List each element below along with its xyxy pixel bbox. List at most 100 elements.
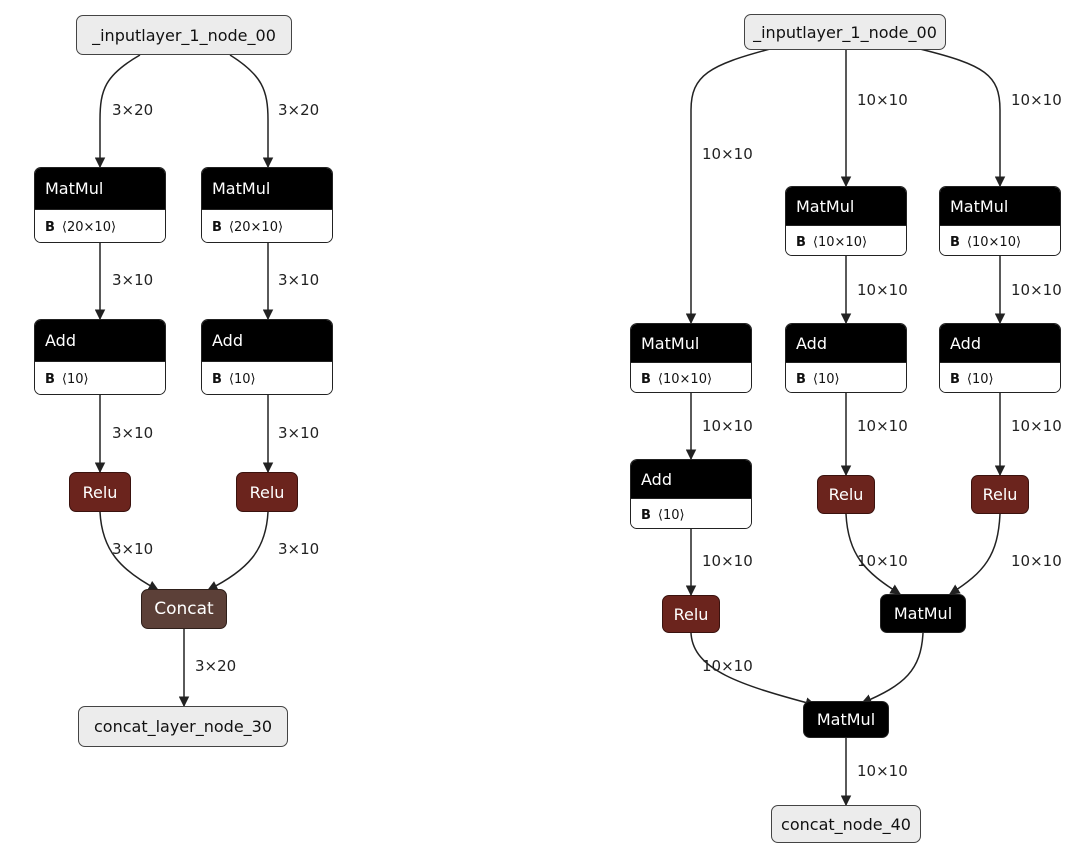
right-relu-node-a[interactable]: Relu xyxy=(662,595,720,633)
right-matmul-b-param: B xyxy=(796,234,806,250)
right-matmul-c-attr: B ⟨10×10⟩ xyxy=(940,225,1060,255)
edge-right-in-c xyxy=(919,48,1006,188)
left-matmul-1-param: B xyxy=(45,220,55,235)
right-edge-label-final-out: 10×10 xyxy=(857,762,908,780)
left-matmul-2-attr: B ⟨20×10⟩ xyxy=(202,209,332,242)
edge-right-reluc-mid xyxy=(949,513,1001,595)
left-edge-label-relu1-concat: 3×10 xyxy=(112,540,154,558)
right-add-node-c[interactable]: Add B ⟨10⟩ xyxy=(939,323,1061,393)
right-edge-label-adda-relua: 10×10 xyxy=(702,552,753,570)
right-edge-label-addb-relub: 10×10 xyxy=(857,417,908,435)
left-input-label: _inputlayer_1_node_00 xyxy=(92,25,276,45)
edge-right-relua-final xyxy=(690,632,817,708)
right-matmul-mid-label: MatMul xyxy=(893,604,953,623)
edge-left-relu1-concat xyxy=(99,511,159,591)
right-matmul-b-title: MatMul xyxy=(786,187,906,225)
right-edge-label-c-addc: 10×10 xyxy=(1011,281,1062,299)
left-add-node-1[interactable]: Add B ⟨10⟩ xyxy=(34,319,166,395)
right-matmul-a-attr: B ⟨10×10⟩ xyxy=(631,362,751,392)
right-add-a-shape: ⟨10⟩ xyxy=(657,507,685,523)
left-add-1-attr: B ⟨10⟩ xyxy=(35,361,165,394)
right-matmul-c-shape: ⟨10×10⟩ xyxy=(966,234,1022,250)
right-relu-b-label: Relu xyxy=(828,485,864,504)
right-matmul-b-shape: ⟨10×10⟩ xyxy=(812,234,868,250)
right-matmul-mid-node[interactable]: MatMul xyxy=(880,594,966,633)
right-matmul-final-node[interactable]: MatMul xyxy=(803,701,889,738)
left-edge-label-add2-relu2: 3×10 xyxy=(278,424,320,442)
left-edge-label-add1-relu1: 3×10 xyxy=(112,424,154,442)
left-input-node[interactable]: _inputlayer_1_node_00 xyxy=(76,15,292,55)
right-relu-c-label: Relu xyxy=(982,485,1018,504)
left-matmul-1-attr: B ⟨20×10⟩ xyxy=(35,209,165,242)
right-edge-label-reluc-mid: 10×10 xyxy=(1011,552,1062,570)
right-add-b-attr: B ⟨10⟩ xyxy=(786,362,906,392)
left-relu-node-2[interactable]: Relu xyxy=(236,472,298,512)
right-output-node[interactable]: concat_node_40 xyxy=(771,805,921,843)
right-add-b-shape: ⟨10⟩ xyxy=(812,371,840,387)
right-edge-label-addc-reluc: 10×10 xyxy=(1011,417,1062,435)
right-matmul-node-b[interactable]: MatMul B ⟨10×10⟩ xyxy=(785,186,907,256)
left-relu-1-label: Relu xyxy=(82,482,118,502)
right-matmul-final-label: MatMul xyxy=(816,710,876,729)
right-add-a-title: Add xyxy=(631,460,751,498)
right-edge-label-in-a: 10×10 xyxy=(702,145,753,163)
right-add-c-title: Add xyxy=(940,324,1060,362)
right-relu-node-c[interactable]: Relu xyxy=(971,475,1029,514)
left-add-node-2[interactable]: Add B ⟨10⟩ xyxy=(201,319,333,395)
left-edge-label-mm2-add2: 3×10 xyxy=(278,271,320,289)
right-edge-label-in-c: 10×10 xyxy=(1011,91,1062,109)
right-input-label: _inputlayer_1_node_00 xyxy=(753,22,937,42)
right-add-node-b[interactable]: Add B ⟨10⟩ xyxy=(785,323,907,393)
right-matmul-a-param: B xyxy=(641,371,651,387)
right-add-c-attr: B ⟨10⟩ xyxy=(940,362,1060,392)
edge-right-relub-mid xyxy=(845,513,901,595)
left-relu-node-1[interactable]: Relu xyxy=(69,472,131,512)
right-add-b-param: B xyxy=(796,371,806,387)
left-output-node[interactable]: concat_layer_node_30 xyxy=(78,706,288,747)
right-matmul-a-title: MatMul xyxy=(631,324,751,362)
edge-right-in-a xyxy=(685,48,771,325)
left-add-2-title: Add xyxy=(202,320,332,361)
right-matmul-c-title: MatMul xyxy=(940,187,1060,225)
left-add-2-shape: ⟨10⟩ xyxy=(228,372,256,387)
left-add-1-title: Add xyxy=(35,320,165,361)
right-matmul-a-shape: ⟨10×10⟩ xyxy=(657,371,713,387)
right-edge-label-b-addb: 10×10 xyxy=(857,281,908,299)
left-matmul-1-title: MatMul xyxy=(35,168,165,209)
left-concat-label: Concat xyxy=(154,599,214,619)
edge-right-mid-final xyxy=(861,632,924,705)
left-relu-2-label: Relu xyxy=(249,482,285,502)
right-add-c-param: B xyxy=(950,371,960,387)
left-matmul-2-title: MatMul xyxy=(202,168,332,209)
right-add-a-param: B xyxy=(641,507,651,523)
right-matmul-b-attr: B ⟨10×10⟩ xyxy=(786,225,906,255)
left-add-1-shape: ⟨10⟩ xyxy=(61,372,89,387)
right-add-node-a[interactable]: Add B ⟨10⟩ xyxy=(630,459,752,529)
right-edge-label-relub-mid: 10×10 xyxy=(857,552,908,570)
edge-left-relu2-concat xyxy=(207,511,269,591)
right-edge-label-relua-final: 10×10 xyxy=(702,657,753,675)
right-add-b-title: Add xyxy=(786,324,906,362)
right-input-node[interactable]: _inputlayer_1_node_00 xyxy=(744,14,946,50)
right-add-c-shape: ⟨10⟩ xyxy=(966,371,994,387)
right-matmul-node-a[interactable]: MatMul B ⟨10×10⟩ xyxy=(630,323,752,393)
right-matmul-c-param: B xyxy=(950,234,960,250)
left-concat-node[interactable]: Concat xyxy=(141,589,227,629)
left-matmul-1-shape: ⟨20×10⟩ xyxy=(61,220,117,235)
left-add-2-attr: B ⟨10⟩ xyxy=(202,361,332,394)
left-matmul-2-param: B xyxy=(212,220,222,235)
left-matmul-node-1[interactable]: MatMul B ⟨20×10⟩ xyxy=(34,167,166,243)
left-add-2-param: B xyxy=(212,372,222,387)
left-edge-label-relu2-concat: 3×10 xyxy=(278,540,320,558)
edge-left-in-mm1 xyxy=(94,54,141,169)
left-matmul-node-2[interactable]: MatMul B ⟨20×10⟩ xyxy=(201,167,333,243)
left-edge-label-in-mm1: 3×20 xyxy=(112,101,154,119)
left-matmul-2-shape: ⟨20×10⟩ xyxy=(228,220,284,235)
right-matmul-node-c[interactable]: MatMul B ⟨10×10⟩ xyxy=(939,186,1061,256)
left-edge-label-in-mm2: 3×20 xyxy=(278,101,320,119)
left-add-1-param: B xyxy=(45,372,55,387)
right-relu-node-b[interactable]: Relu xyxy=(817,475,875,514)
left-edge-label-mm1-add1: 3×10 xyxy=(112,271,154,289)
